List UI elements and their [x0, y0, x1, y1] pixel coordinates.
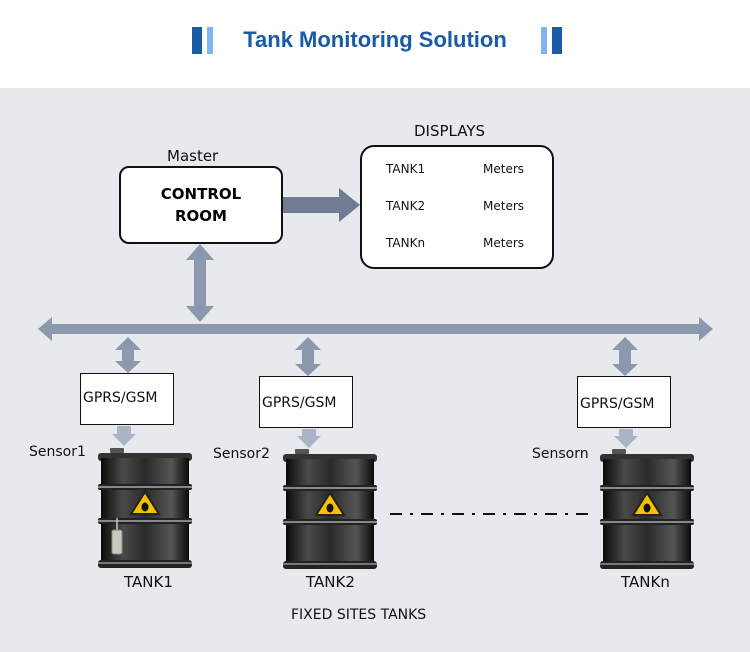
display-tank-2: TANK2 — [386, 199, 426, 213]
arrow-site1 — [115, 337, 141, 373]
arrow-gwn — [614, 429, 638, 448]
displays-label: DISPLAYS — [414, 122, 486, 140]
barrel-n — [599, 448, 695, 570]
sensor-label-n: Sensorn — [532, 446, 589, 462]
barrel-2 — [282, 448, 378, 570]
gateway-box-1 — [80, 373, 174, 425]
arrow-gw2 — [297, 429, 321, 448]
display-meters-1: Meters — [483, 162, 525, 176]
master-label: Master — [167, 147, 219, 165]
sensor-label-1: Sensor1 — [29, 444, 86, 460]
tank-label-n: TANKn — [621, 573, 670, 591]
gateway-label-n: GPRS/GSM — [580, 396, 655, 412]
tank-label-2: TANK2 — [306, 573, 355, 591]
arrow-gw1 — [112, 426, 136, 446]
display-tank-1: TANK1 — [386, 162, 426, 176]
arrow-site2 — [295, 337, 321, 376]
arrow-control-bus — [186, 244, 214, 322]
control-room-line2: ROOM — [175, 207, 227, 225]
control-room-line1: CONTROL — [160, 185, 242, 203]
tank-label-1: TANK1 — [124, 573, 173, 591]
gateway-label-2: GPRS/GSM — [262, 395, 337, 411]
title-accent-left-light — [207, 27, 213, 54]
header: Tank Monitoring Solution — [0, 0, 750, 88]
title-accent-right-dark — [552, 27, 562, 54]
title-accent-left-dark — [192, 27, 202, 54]
bus-arrow — [38, 317, 713, 341]
arrow-siten — [612, 337, 638, 376]
control-room-box: CONTROL ROOM — [119, 166, 283, 244]
fixed-sites-caption: FIXED SITES TANKS — [291, 607, 427, 623]
display-meters-2: Meters — [483, 199, 525, 213]
arrow-to-displays — [281, 188, 360, 222]
gateway-label-1: GPRS/GSM — [83, 390, 158, 406]
title-accent-right-light — [541, 27, 547, 54]
gateway-box-2 — [259, 376, 353, 428]
display-meters-n: Meters — [483, 236, 525, 250]
level-sensor-probe — [111, 518, 123, 555]
displays-box — [360, 145, 554, 269]
display-tank-n: TANKn — [386, 236, 426, 250]
page-title: Tank Monitoring Solution — [243, 27, 507, 52]
sensor-label-2: Sensor2 — [213, 446, 270, 462]
gateway-box-n — [577, 376, 671, 428]
